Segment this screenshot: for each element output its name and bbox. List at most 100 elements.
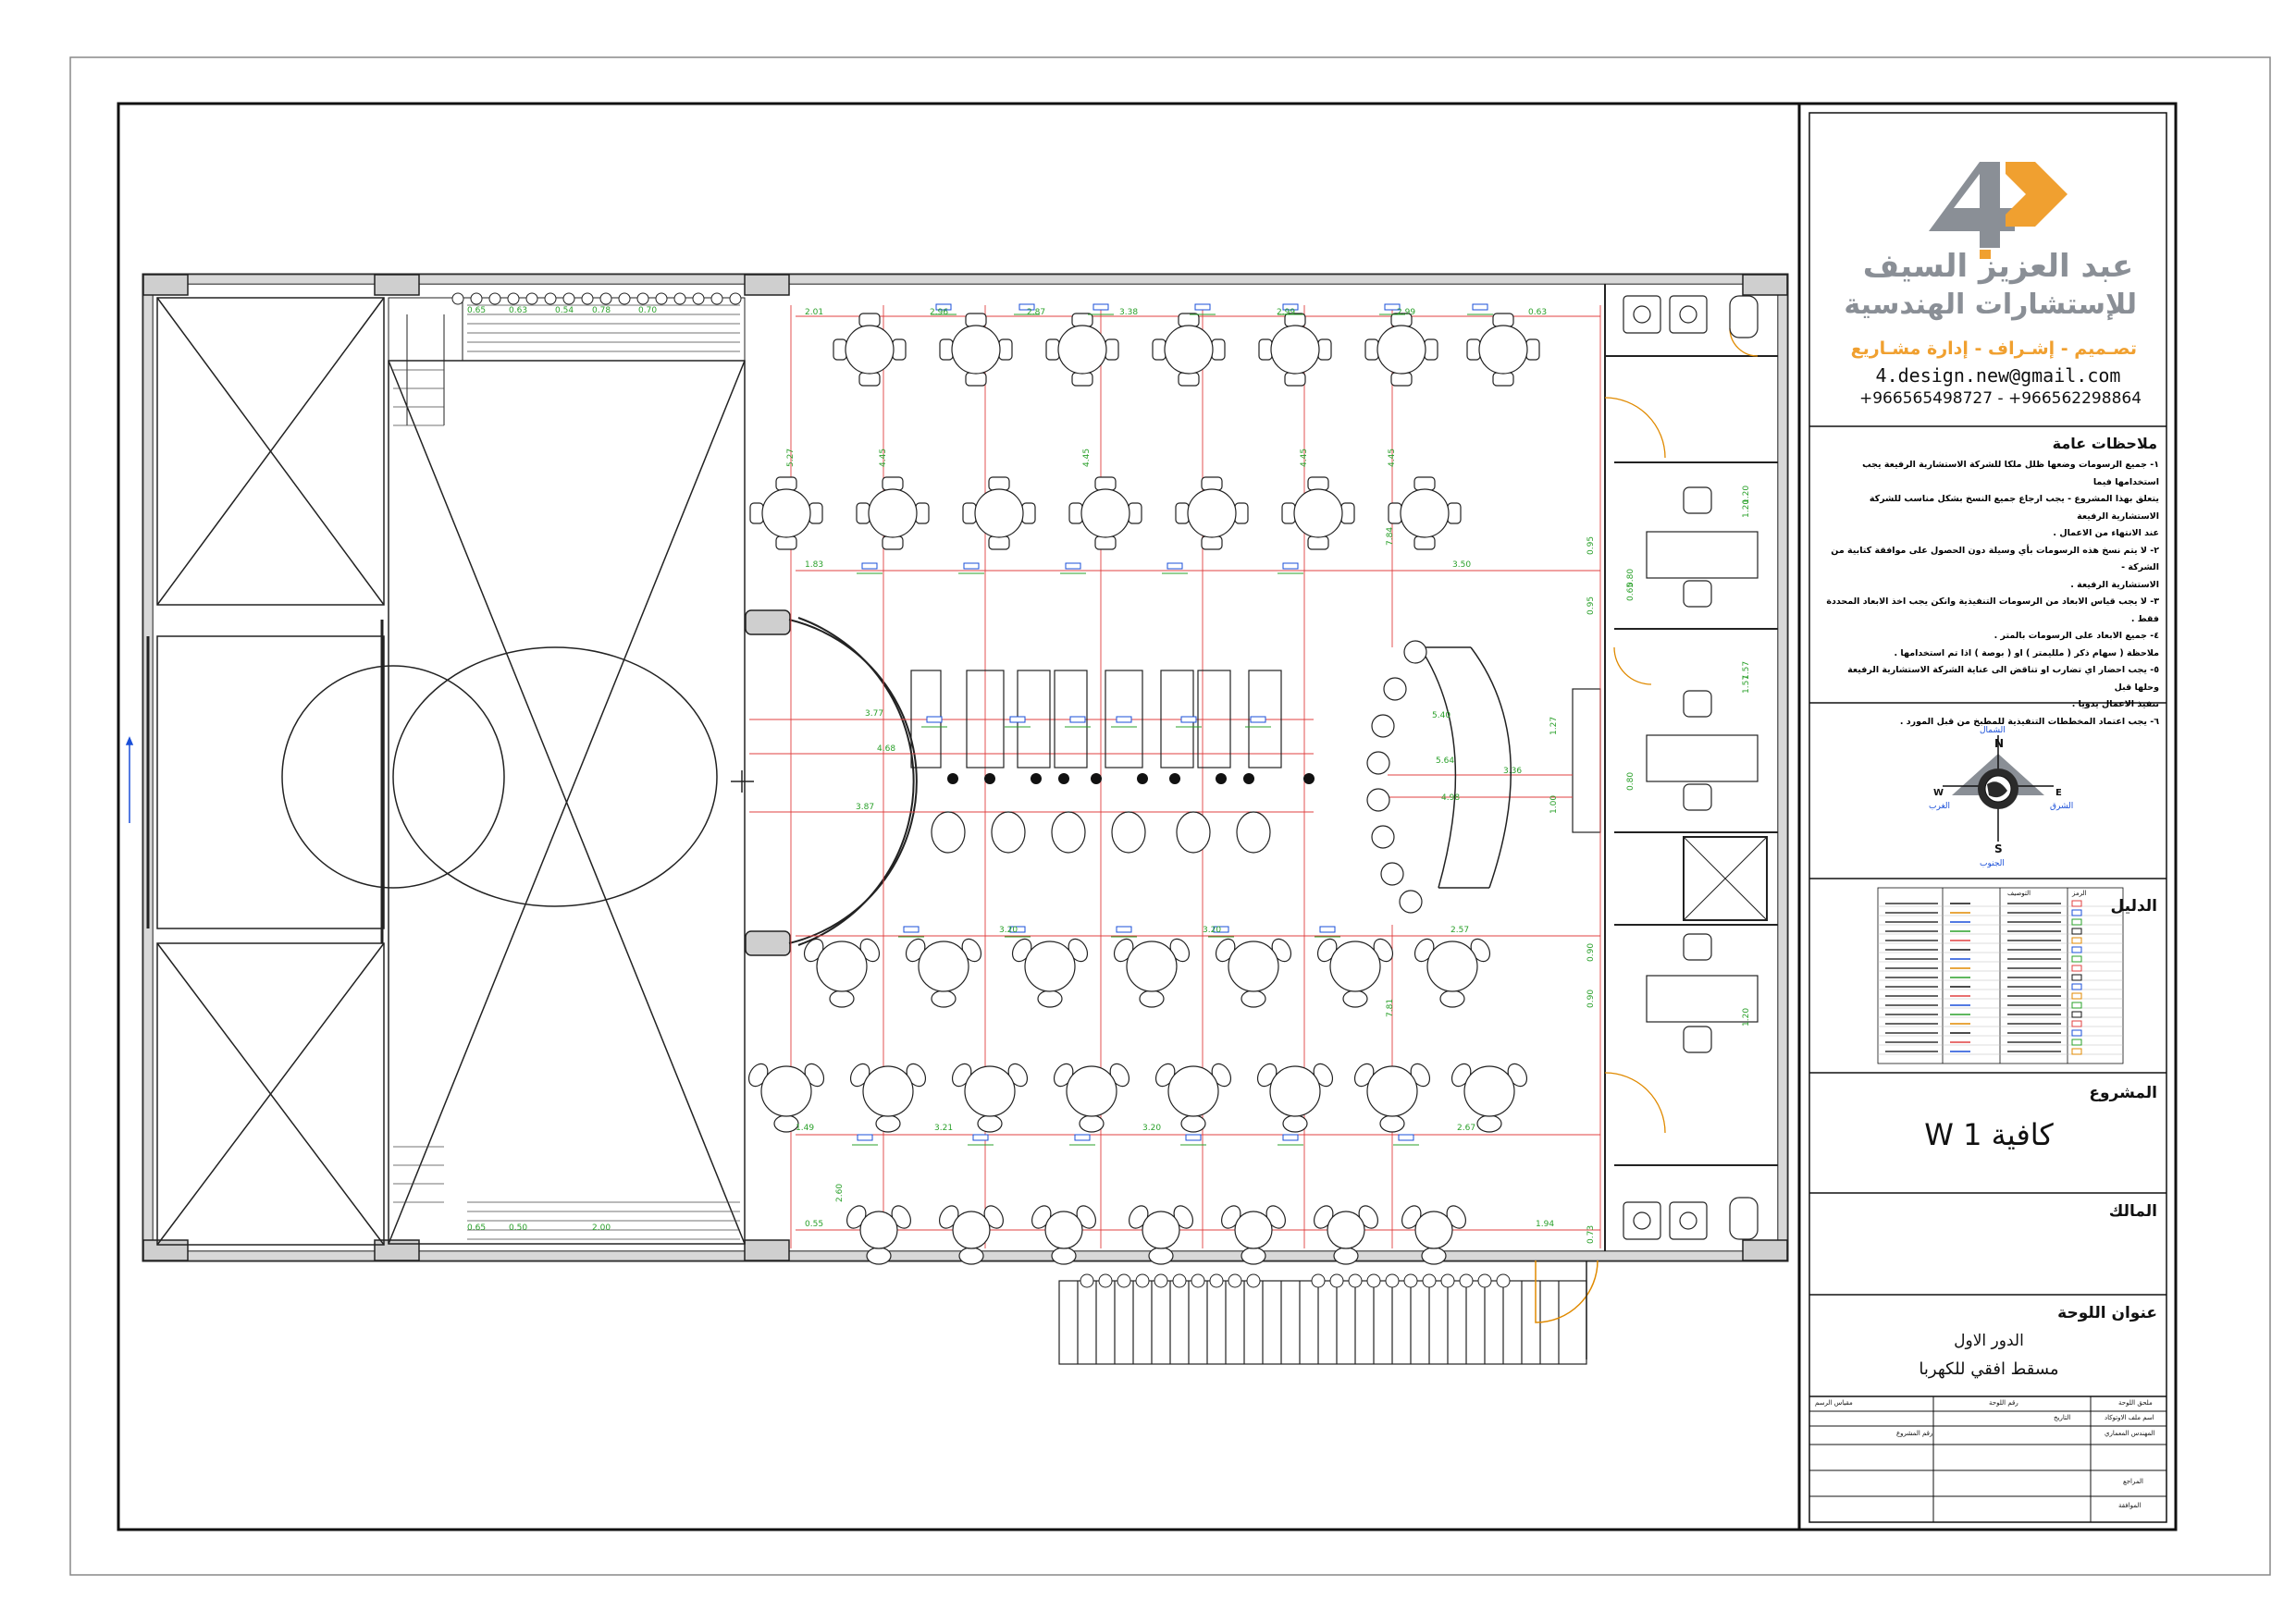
circuit-marker bbox=[1440, 1273, 1455, 1288]
dimension-label: 2.00 bbox=[592, 1223, 611, 1233]
brand-name-line1: عبد العزيز السيف bbox=[1862, 248, 2134, 285]
chair bbox=[1234, 502, 1249, 524]
dimension-label: 0.80 bbox=[1626, 569, 1636, 587]
chair bbox=[988, 476, 1010, 491]
dimension-label: 0.90 bbox=[1586, 943, 1596, 962]
circuit-marker bbox=[599, 292, 612, 305]
dimension-label: 0.78 bbox=[592, 306, 611, 315]
outlet-symbol bbox=[1167, 562, 1183, 570]
staircase-top bbox=[388, 297, 746, 425]
table-4-seat bbox=[939, 313, 1013, 387]
project-value: كافية W 1 bbox=[1924, 1117, 2054, 1152]
chair bbox=[1342, 990, 1368, 1008]
table-3-seat bbox=[1316, 938, 1394, 1008]
table-4-seat bbox=[1175, 476, 1249, 550]
legend-symbol bbox=[2071, 1011, 2082, 1018]
dimension-label: 4.45 bbox=[1082, 449, 1092, 467]
info-sheet-attach-label: ملحق اللوحة bbox=[2118, 1399, 2153, 1407]
chair bbox=[833, 338, 847, 361]
dimension-label: 1.20 bbox=[1742, 499, 1751, 518]
plant-icon bbox=[1031, 773, 1042, 784]
chair bbox=[931, 990, 957, 1008]
chair bbox=[858, 313, 881, 327]
info-sheet-no-label: رقم اللوحة bbox=[1989, 1399, 2018, 1407]
brand-logo-icon bbox=[1929, 162, 2068, 259]
dimension-label: 5.27 bbox=[786, 449, 796, 467]
table-3-seat bbox=[846, 1205, 911, 1265]
circuit-marker bbox=[1459, 1273, 1474, 1288]
dimension-label: 3.20 bbox=[1142, 1124, 1161, 1133]
chair bbox=[1021, 502, 1036, 524]
round-table bbox=[1024, 941, 1076, 992]
brand-services: تصـميم - إشـراف - إدارة مشـاريع bbox=[1850, 338, 2137, 359]
info-reviewer-label: المراجع bbox=[2123, 1478, 2143, 1485]
round-table bbox=[1269, 1065, 1321, 1117]
round-table bbox=[1126, 941, 1178, 992]
chair bbox=[1180, 1114, 1206, 1133]
outlet-symbol bbox=[1282, 562, 1299, 570]
round-table bbox=[1167, 1065, 1219, 1117]
dimension-label: 4.45 bbox=[879, 449, 888, 467]
round-table bbox=[952, 1211, 991, 1249]
titleblock-sections bbox=[1809, 425, 2166, 1397]
chair bbox=[882, 476, 904, 491]
table-3-seat bbox=[1129, 1205, 1193, 1265]
round-table bbox=[1327, 1211, 1365, 1249]
dimension-label: 0.95 bbox=[1586, 596, 1596, 615]
dimension-label: 2.96 bbox=[930, 308, 948, 317]
compass-north-label: N bbox=[1994, 737, 2004, 750]
compass-west-ar: الغرب bbox=[1929, 802, 1950, 811]
chair bbox=[856, 502, 870, 524]
chair bbox=[1388, 502, 1402, 524]
chair bbox=[977, 1114, 1003, 1133]
table-4-seat bbox=[1258, 313, 1332, 387]
dimension-label: 3.20 bbox=[1203, 926, 1221, 935]
round-table bbox=[1187, 488, 1237, 538]
chair bbox=[1492, 313, 1514, 327]
table-3-seat bbox=[905, 938, 982, 1008]
chair bbox=[1340, 502, 1355, 524]
note-line: ١- جميع الرسومات وضعها ظلل ملكا للشركة ا… bbox=[1862, 460, 2159, 487]
table-3-seat bbox=[1353, 1063, 1431, 1133]
table-4-seat bbox=[1388, 476, 1462, 550]
circuit-marker bbox=[1117, 1273, 1131, 1288]
dimension-label: 4.68 bbox=[877, 744, 895, 754]
chair bbox=[1201, 476, 1223, 491]
dimension-label: 2.99 bbox=[1397, 308, 1415, 317]
chair bbox=[1241, 990, 1266, 1008]
table-3-seat bbox=[1413, 938, 1491, 1008]
circuit-marker bbox=[581, 292, 594, 305]
dimension-label: 1.20 bbox=[1742, 1008, 1751, 1027]
chair bbox=[749, 502, 764, 524]
note-line: ٦- يجب اعتماد المخططات التنفيذية للمطبخ … bbox=[1899, 716, 2159, 727]
plant-icon bbox=[1216, 773, 1227, 784]
note-line: ٢- لا يتم نسخ هذه الرسومات بأي وسيلة دون… bbox=[1831, 545, 2159, 573]
circuit-marker bbox=[636, 292, 649, 305]
dimension-label: 0.65 bbox=[1626, 583, 1636, 601]
note-line: الاستشارية الرفيعة . bbox=[2070, 579, 2159, 590]
plant-icon bbox=[1303, 773, 1315, 784]
round-table bbox=[816, 941, 868, 992]
legend-col-desc: التوصيف bbox=[2007, 890, 2031, 897]
table-4-seat bbox=[1364, 313, 1438, 387]
chair bbox=[962, 502, 977, 524]
plant-icon bbox=[1137, 773, 1148, 784]
dimension-label: 0.95 bbox=[1586, 536, 1596, 555]
chair bbox=[1281, 502, 1296, 524]
compass-east-label: E bbox=[2055, 788, 2062, 798]
table-3-seat bbox=[747, 1063, 825, 1133]
circuit-marker bbox=[710, 292, 723, 305]
circuit-marker bbox=[562, 292, 575, 305]
circuit-marker bbox=[1098, 1273, 1113, 1288]
entrance-door bbox=[1535, 1260, 1599, 1359]
circuit-marker bbox=[1135, 1273, 1150, 1288]
legend-table bbox=[1877, 887, 2124, 1064]
table-4-seat bbox=[962, 476, 1036, 550]
left-void-areas bbox=[146, 297, 385, 1246]
note-line: ٥- يجب احضار اي تضارب او تناقض الى عناية… bbox=[1847, 665, 2159, 693]
drawing-frame bbox=[117, 102, 2178, 1531]
chair bbox=[875, 1114, 901, 1133]
info-date-label: التاريخ bbox=[2054, 1414, 2071, 1421]
round-table bbox=[761, 488, 811, 538]
